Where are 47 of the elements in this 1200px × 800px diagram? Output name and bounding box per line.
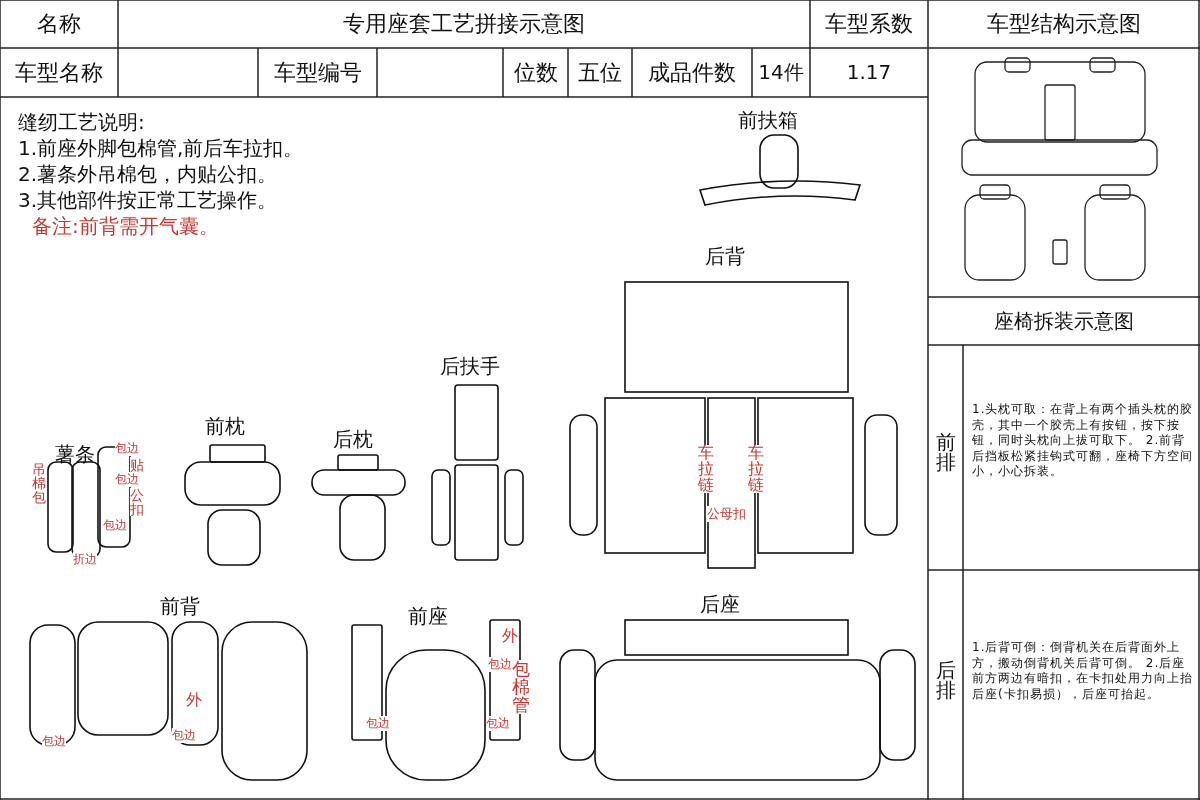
part-label: 前座: [408, 604, 448, 629]
sewing-note: 包边: [115, 472, 139, 487]
table-header: 车型系数: [824, 10, 914, 39]
sewing-note: 包边: [486, 716, 510, 731]
part-label: 后座: [700, 592, 740, 617]
note-text: 1.前座外脚包棉管,前后车拉扣。: [18, 136, 304, 161]
sewing-note: 车拉链: [748, 445, 765, 493]
sewing-note: 公母扣: [707, 506, 746, 523]
table-header: 名称: [36, 10, 82, 39]
part-label: 后背: [705, 244, 745, 269]
table-value: 14件: [757, 59, 805, 86]
note-heading: 缝纫工艺说明:: [18, 110, 145, 135]
sewing-note: 外: [502, 626, 518, 646]
sewing-note: 公扣: [130, 488, 145, 516]
part-label: 前枕: [205, 414, 245, 439]
part-label: 后扶手: [440, 354, 500, 379]
instruction-text: 1.头枕可取：在背上有两个插头枕的胶壳，其中一个胶壳上有按钮，按下按钮，同时头枕向上拔可取下。 2.前背后挡板松紧挂钩式可翻，座椅下方空间小，小心拆装。: [972, 402, 1194, 480]
sewing-note: 包棉管: [512, 660, 531, 714]
sewing-note: 外: [186, 690, 202, 710]
table-value: 五位: [577, 58, 623, 87]
section-header: 座椅拆装示意图: [993, 307, 1135, 335]
sewing-note: 包边: [115, 441, 139, 456]
sewing-note: 吊棉包: [32, 462, 47, 504]
sewing-note: 包边: [488, 657, 512, 672]
table-value: 1.17: [845, 59, 893, 86]
sewing-note: 包边: [172, 728, 196, 743]
sewing-note: 车拉链: [698, 445, 715, 493]
row-header: 后排: [935, 660, 956, 700]
sewing-note: 包边: [42, 734, 66, 749]
part-label: 薯条: [55, 442, 95, 467]
table-header: 车型编号: [272, 58, 363, 87]
table-header: 成品件数: [647, 58, 737, 87]
row-header: 前排: [935, 432, 956, 472]
title: 专用座套工艺拼接示意图: [342, 10, 586, 39]
note-text: 3.其他部件按正常工艺操作。: [18, 188, 278, 213]
part-label: 前扶箱: [738, 108, 798, 133]
part-label: 后枕: [333, 427, 373, 452]
sewing-note: 贴: [130, 457, 144, 475]
sewing-note: 包边: [103, 518, 127, 533]
instruction-text: 1.后背可倒：倒背机关在后背面外上方，搬动倒背机关后背可倒。 2.后座前方两边有暗扣，在卡扣处用力向上抬后座(卡扣易损），后座可抬起。: [972, 640, 1194, 703]
sewing-note: 包边: [366, 716, 390, 731]
table-header: 车型结构示意图: [986, 10, 1142, 39]
part-label: 前背: [160, 594, 200, 619]
note-text: 2.薯条外吊棉包，内贴公扣。: [18, 162, 278, 187]
sewing-note: 折边: [73, 552, 97, 567]
table-header: 车型名称: [14, 58, 104, 87]
table-header: 位数: [512, 58, 559, 87]
